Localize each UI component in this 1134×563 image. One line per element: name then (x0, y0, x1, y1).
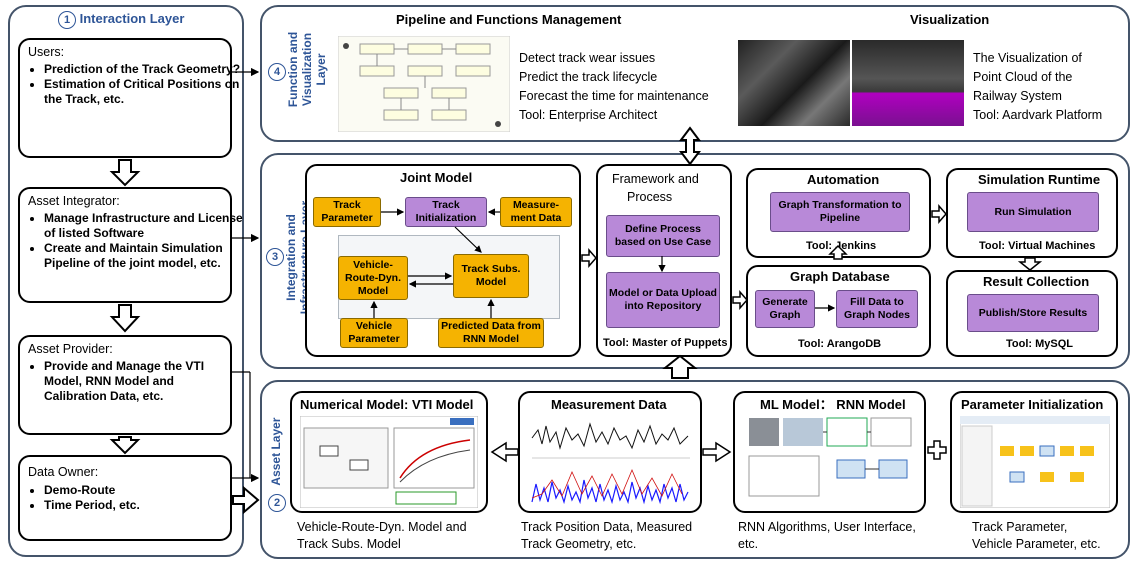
ml-caption-l2: etc. (738, 537, 759, 551)
visualization-line: Point Cloud of the (973, 70, 1073, 84)
interaction-layer-title: 1 Interaction Layer (58, 11, 184, 29)
hollow-right-arrow (702, 441, 732, 463)
interaction-title-text: Interaction Layer (79, 11, 185, 26)
framework-title-l1: Framework and (612, 172, 699, 186)
integrator-title: Asset Integrator: (28, 194, 120, 208)
graph-transformation-block: Graph Transformation to Pipeline (770, 192, 910, 232)
hollow-plus-sign (927, 440, 947, 460)
users-list: Prediction of the Track Geometry? Estima… (26, 62, 244, 107)
vti-caption-l1: Vehicle-Route-Dyn. Model and (297, 520, 467, 534)
graphdb-arrow (815, 304, 836, 312)
param-caption-l1: Track Parameter, (972, 520, 1068, 534)
visualization-tool: Tool: Aardvark Platform (973, 108, 1103, 122)
hollow-down-arrow (109, 159, 141, 455)
integrator-list: Manage Infrastructure and License of lis… (26, 211, 248, 271)
vehicle-parameter-block: Vehicle Parameter (340, 318, 408, 348)
joint-model-connectors (370, 208, 500, 318)
visualization-line: The Visualization of (973, 51, 1082, 65)
graphdb-tool: Tool: ArangoDB (798, 338, 882, 350)
graphdb-title: Graph Database (790, 269, 890, 284)
pipeline-diagram-image (338, 36, 510, 132)
framework-title-l2: Process (627, 190, 673, 204)
asset-integrator-box: Asset Integrator: Manage Infrastructure … (18, 187, 243, 303)
define-process-block: Define Process based on Use Case (606, 215, 720, 257)
automation-title: Automation (807, 172, 880, 187)
framework-arrow (658, 256, 666, 273)
asset-provider-box: Asset Provider: Provide and Manage the V… (18, 335, 232, 435)
hollow-right-arrow (581, 248, 597, 268)
vti-caption-l2: Track Subs. Model (297, 537, 401, 551)
vehicle-route-model-block: Vehicle-Route-Dyn. Model (338, 256, 408, 300)
track-parameter-block: Track Parameter (313, 197, 381, 227)
pipeline-line: Detect track wear issues (519, 51, 656, 65)
owner-title: Data Owner: (28, 465, 99, 479)
result-title: Result Collection (983, 274, 1090, 289)
measurement-data-block: Measure-ment Data (500, 197, 572, 227)
layer-number-badge: 1 (58, 11, 76, 29)
users-box: Users: Prediction of the Track Geometry?… (18, 38, 240, 158)
hollow-up-arrow (828, 244, 848, 260)
integrator-item: Manage Infrastructure and License of lis… (44, 211, 248, 241)
provider-title: Asset Provider: (28, 342, 113, 356)
owner-item: Demo-Route (44, 483, 234, 498)
point-cloud-image-1 (738, 40, 850, 126)
provider-item: Provide and Manage the VTI Model, RNN Mo… (44, 359, 234, 404)
param-title: Parameter Initialization (961, 397, 1104, 412)
measurement-plot-image (528, 414, 694, 510)
pipeline-tool: Tool: Enterprise Architect (519, 108, 658, 122)
users-item: Estimation of Critical Positions on the … (44, 77, 244, 107)
run-simulation-block: Run Simulation (967, 192, 1099, 232)
fill-data-block: Fill Data to Graph Nodes (836, 290, 918, 328)
owner-item: Time Period, etc. (44, 498, 234, 513)
hollow-right-arrow (732, 290, 748, 310)
data-owner-box: Data Owner: Demo-Route Time Period, etc. (18, 455, 232, 541)
joint-model-title: Joint Model (400, 170, 473, 185)
hollow-up-arrow (662, 354, 698, 379)
result-tool: Tool: MySQL (1006, 338, 1074, 350)
pipeline-line: Forecast the time for maintenance (519, 89, 709, 103)
pipeline-title: Pipeline and Functions Management (396, 12, 622, 27)
hollow-left-arrow (490, 441, 519, 463)
track-subs-model-block: Track Subs. Model (453, 254, 529, 298)
simulation-tool: Tool: Virtual Machines (979, 240, 1096, 252)
hollow-right-arrow (931, 204, 947, 224)
measurement-title: Measurement Data (551, 397, 667, 412)
measurement-caption-l1: Track Position Data, Measured (521, 520, 693, 534)
measurement-caption-l2: Track Geometry, etc. (521, 537, 637, 551)
framework-tool: Tool: Master of Puppets (603, 337, 728, 349)
users-item: Prediction of the Track Geometry? (44, 62, 244, 77)
vti-title: Numerical Model: VTI Model (300, 397, 474, 412)
predicted-data-block: Predicted Data from RNN Model (438, 318, 544, 348)
ml-title: ML Model： RNN Model (760, 397, 906, 412)
hollow-updown-arrow (679, 126, 701, 166)
hollow-down-arrow (1017, 257, 1043, 271)
parameter-init-image (960, 416, 1110, 508)
track-initialization-block: Track Initialization (405, 197, 487, 227)
rnn-model-image (743, 416, 917, 508)
simulation-title: Simulation Runtime (978, 172, 1101, 187)
visualization-line: Railway System (973, 89, 1062, 103)
automation-tool: Tool: Jenkins (806, 240, 877, 252)
publish-results-block: Publish/Store Results (967, 294, 1099, 332)
integrator-item: Create and Maintain Simulation Pipeline … (44, 241, 248, 271)
generate-graph-block: Generate Graph (755, 290, 815, 328)
model-upload-block: Model or Data Upload into Repository (606, 272, 720, 328)
owner-list: Demo-Route Time Period, etc. (26, 483, 234, 513)
users-title: Users: (28, 45, 65, 59)
pipeline-line: Predict the track lifecycle (519, 70, 658, 84)
point-cloud-image-2 (852, 40, 964, 126)
vti-model-image (300, 416, 478, 508)
param-caption-l2: Vehicle Parameter, etc. (972, 537, 1101, 551)
ml-caption-l1: RNN Algorithms, User Interface, (738, 520, 916, 534)
visualization-title: Visualization (910, 12, 990, 27)
provider-list: Provide and Manage the VTI Model, RNN Mo… (26, 359, 234, 404)
hollow-right-arrow (232, 485, 260, 515)
